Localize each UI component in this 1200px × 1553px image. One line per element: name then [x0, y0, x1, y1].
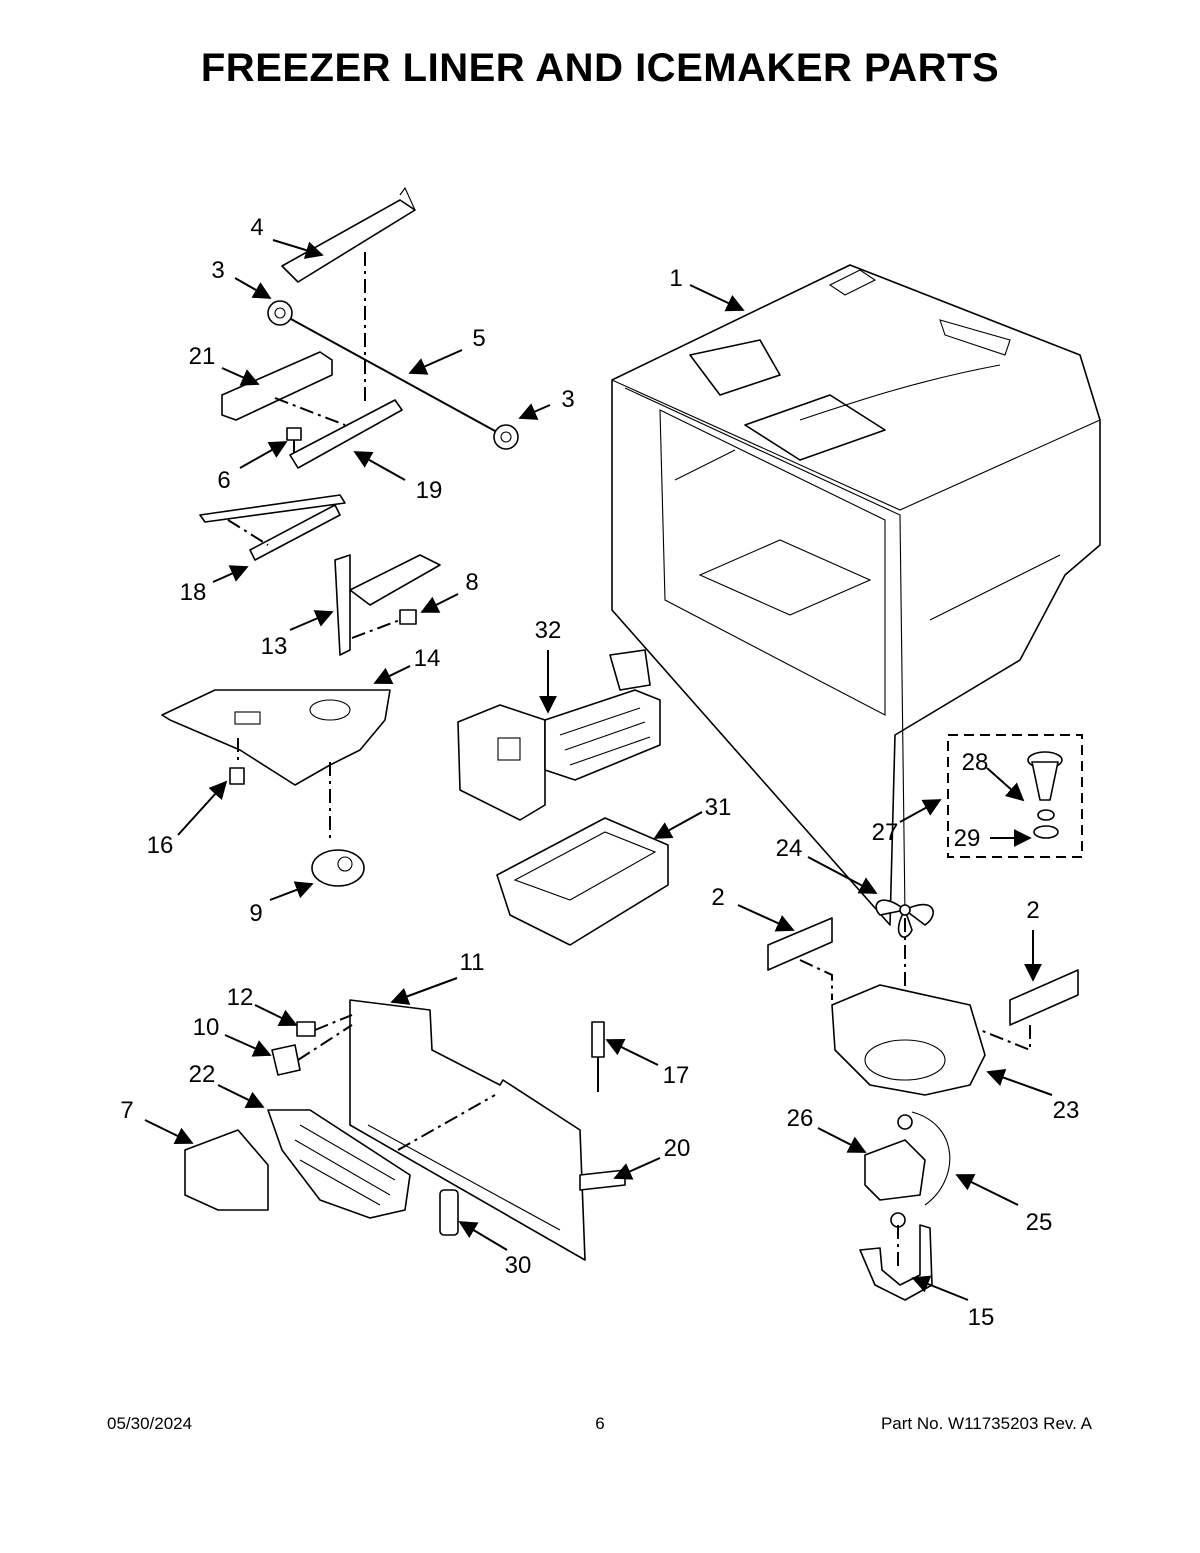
page-title: FREEZER LINER AND ICEMAKER PARTS — [200, 46, 1000, 90]
callout-19: 19 — [416, 477, 443, 504]
callout-10: 10 — [193, 1014, 220, 1041]
callout-26: 26 — [787, 1105, 814, 1132]
screw-12-drawing — [296, 1021, 316, 1037]
callout-18: 18 — [180, 579, 207, 606]
bracket-21-drawing — [221, 351, 333, 421]
callout-29: 29 — [954, 825, 981, 852]
motor-bracket-drawing — [859, 1224, 933, 1301]
callout-32: 32 — [535, 617, 562, 644]
clip-16-drawing — [229, 767, 245, 785]
wire-harness-drawing — [911, 1111, 951, 1206]
icemaker-drawing — [457, 649, 661, 821]
callout-15: 15 — [968, 1304, 995, 1331]
callout-12: 12 — [227, 984, 254, 1011]
foam-pad-right-drawing — [1009, 969, 1079, 1026]
footer-part-number: Part No. W11735203 Rev. A — [880, 1414, 1092, 1433]
latch-30-drawing — [439, 1189, 459, 1236]
callout-9: 9 — [249, 900, 262, 927]
callout-8: 8 — [465, 569, 478, 596]
screw-6-drawing — [286, 427, 302, 455]
insulation-strip-drawing — [579, 1169, 626, 1191]
callout-14: 14 — [414, 645, 441, 672]
grille-drawing — [267, 1109, 411, 1219]
fan-blade-drawing — [875, 899, 934, 938]
callout-13: 13 — [261, 633, 288, 660]
callout-5: 5 — [472, 325, 485, 352]
kit-box-drawing — [947, 734, 1083, 858]
callout-27: 27 — [872, 819, 899, 846]
callout-11: 11 — [460, 949, 485, 976]
freezer-liner-drawing — [611, 264, 1101, 926]
liner-panel-drawing — [349, 999, 586, 1261]
callout-2-left: 2 — [711, 884, 724, 911]
callout-1: 1 — [669, 265, 682, 292]
fan-motor-drawing — [864, 1114, 926, 1228]
callout-20: 20 — [664, 1135, 691, 1162]
slide-19-drawing — [289, 399, 403, 469]
callout-30: 30 — [505, 1252, 532, 1279]
sensor-17-drawing — [591, 1021, 605, 1092]
footer-page-number: 6 — [595, 1414, 605, 1433]
callout-6: 6 — [217, 467, 230, 494]
leader-lines — [144, 239, 1053, 1301]
callout-28: 28 — [962, 749, 989, 776]
callout-4: 4 — [250, 214, 263, 241]
callout-2-right: 2 — [1026, 897, 1039, 924]
foam-pad-left-drawing — [767, 917, 833, 971]
callout-31: 31 — [705, 794, 732, 821]
ice-bin-drawing — [496, 817, 669, 946]
callout-17: 17 — [663, 1062, 690, 1089]
bracket-13-drawing — [334, 554, 441, 656]
callout-25: 25 — [1026, 1209, 1053, 1236]
footer-date: 05/30/2024 — [107, 1414, 193, 1433]
callout-24: 24 — [776, 835, 803, 862]
bracket-10-drawing — [271, 1044, 301, 1076]
callout-3-left: 3 — [211, 257, 224, 284]
rail-drawing — [281, 186, 416, 283]
motor-9-drawing — [311, 849, 365, 887]
callout-16: 16 — [147, 832, 174, 859]
slide-18-drawing — [199, 494, 346, 561]
cover-7-drawing — [184, 1129, 269, 1211]
callout-7: 7 — [120, 1097, 133, 1124]
callout-22: 22 — [189, 1061, 216, 1088]
callout-3-right: 3 — [561, 386, 574, 413]
fan-housing-drawing — [831, 984, 986, 1096]
screw-8-drawing — [399, 609, 417, 625]
callout-21: 21 — [189, 343, 216, 370]
callout-23: 23 — [1053, 1097, 1080, 1124]
shaft-and-gears-drawing — [267, 300, 519, 450]
ice-chute-drawing — [161, 689, 391, 786]
